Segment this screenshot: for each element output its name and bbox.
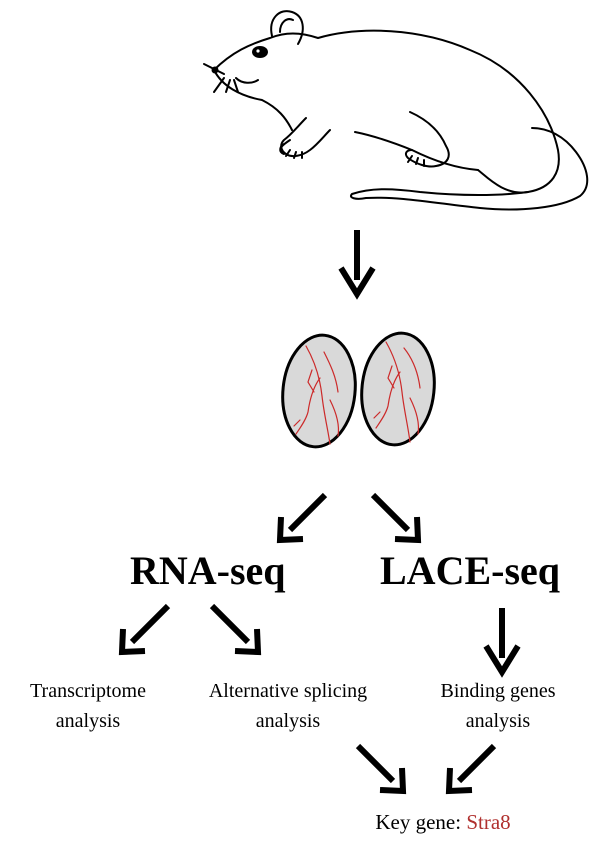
- binding-line-2: analysis: [465, 710, 531, 732]
- mouse-icon: [203, 10, 589, 211]
- testis-left: [281, 333, 357, 449]
- arrow-to-splicing: [209, 603, 262, 656]
- binding-genes-analysis-label: Binding genes analysis: [441, 676, 556, 736]
- key-gene-prefix: Key gene:: [375, 810, 467, 834]
- rna-seq-label: RNA-seq: [130, 548, 286, 593]
- down-arrow-icon: [338, 230, 376, 300]
- transcriptome-analysis-label: Transcriptome analysis: [30, 676, 146, 736]
- splicing-line-1: Alternative splicing: [208, 680, 368, 702]
- splicing-line-2: analysis: [255, 710, 321, 732]
- lace-seq-label: LACE-seq: [380, 548, 561, 593]
- arrow-to-transcriptome: [118, 603, 171, 656]
- arrow-splicing-to-key-gene: [355, 743, 407, 795]
- binding-line-1: Binding genes: [440, 680, 556, 702]
- arrow-to-rna-seq: [276, 492, 328, 544]
- arrow-to-binding-genes: [483, 608, 521, 678]
- key-gene-result: Key gene: Stra8: [375, 810, 510, 835]
- testis-pair-icon: [281, 331, 436, 449]
- testis-right: [360, 331, 436, 447]
- transcriptome-line-2: analysis: [55, 710, 121, 732]
- arrow-to-lace-seq: [370, 492, 422, 544]
- arrow-binding-to-key-gene: [445, 743, 497, 795]
- splicing-analysis-label: Alternative splicing analysis: [209, 676, 367, 736]
- key-gene-name: Stra8: [466, 810, 511, 834]
- transcriptome-line-1: Transcriptome: [30, 680, 146, 702]
